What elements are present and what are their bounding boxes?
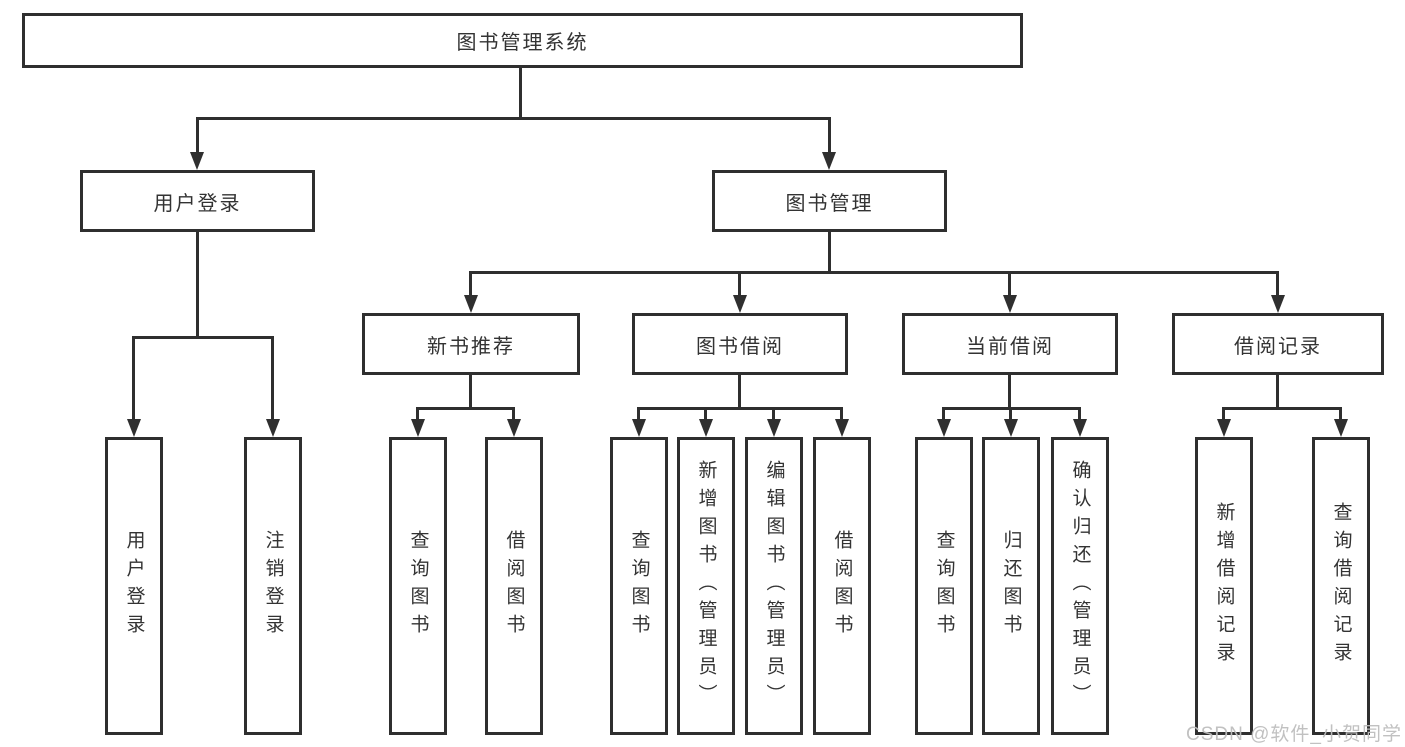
connector-drop-cb-confirm	[1078, 407, 1081, 419]
connector-new-books-rail	[417, 407, 514, 410]
arrowhead-user-login	[190, 152, 204, 170]
connector-drop-br-add	[1222, 407, 1225, 419]
connector-book-borrow-stub	[738, 375, 741, 407]
node-leaf-cb-confirm-label: 确认归还（管理员）	[1069, 460, 1091, 712]
connector-drop-user-login	[196, 117, 199, 152]
connector-borrow-records-rail	[1223, 407, 1341, 410]
node-leaf-nb-borrow: 借阅图书	[485, 437, 543, 735]
node-leaf-bb-query: 查询图书	[610, 437, 668, 735]
arrowhead-leaf-user-login	[127, 419, 141, 437]
arrowhead-borrow-records	[1271, 295, 1285, 313]
connector-book-mgmt-stub	[828, 232, 831, 271]
node-current-borrow-label: 当前借阅	[966, 335, 1054, 358]
node-leaf-nb-query-label: 查询图书	[407, 530, 429, 642]
node-leaf-cb-query-label: 查询图书	[933, 530, 955, 642]
node-leaf-cb-return-label: 归还图书	[1000, 530, 1022, 642]
connector-drop-bb-query	[637, 407, 640, 419]
connector-drop-cb-query	[942, 407, 945, 419]
connector-book-mgmt-rail	[470, 271, 1279, 274]
node-leaf-br-add: 新增借阅记录	[1195, 437, 1253, 735]
connector-drop-br-query	[1339, 407, 1342, 419]
arrowhead-current-borrow	[1003, 295, 1017, 313]
node-leaf-cb-query: 查询图书	[915, 437, 973, 735]
node-leaf-cb-return: 归还图书	[982, 437, 1040, 735]
node-current-borrow: 当前借阅	[902, 313, 1118, 375]
node-leaf-logout: 注销登录	[244, 437, 302, 735]
node-borrow-records-label: 借阅记录	[1234, 335, 1322, 358]
connector-borrow-records-stub	[1276, 375, 1279, 407]
connector-drop-leaf-user-login	[132, 336, 135, 419]
connector-drop-new-books	[469, 271, 472, 295]
arrowhead-nb-query	[411, 419, 425, 437]
node-user-login: 用户登录	[80, 170, 315, 232]
arrowhead-new-books	[464, 295, 478, 313]
node-leaf-user-login: 用户登录	[105, 437, 163, 735]
connector-user-login-stub	[196, 232, 199, 336]
connector-drop-nb-query	[416, 407, 419, 419]
connector-drop-nb-borrow	[512, 407, 515, 419]
connector-drop-cb-return	[1009, 407, 1012, 419]
connector-drop-leaf-logout	[271, 336, 274, 419]
node-leaf-br-query: 查询借阅记录	[1312, 437, 1370, 735]
arrowhead-nb-borrow	[507, 419, 521, 437]
connector-drop-book-borrow	[738, 271, 741, 295]
node-leaf-br-add-label: 新增借阅记录	[1213, 502, 1235, 670]
watermark: CSDN @软件_小贺同学	[1186, 724, 1402, 745]
arrowhead-br-add	[1217, 419, 1231, 437]
node-user-login-label: 用户登录	[153, 192, 242, 215]
arrowhead-cb-confirm	[1073, 419, 1087, 437]
arrowhead-book-mgmt	[822, 152, 836, 170]
connector-drop-bb-edit	[772, 407, 775, 419]
arrowhead-bb-query	[632, 419, 646, 437]
arrowhead-bb-borrow	[835, 419, 849, 437]
arrowhead-bb-edit	[767, 419, 781, 437]
arrowhead-leaf-logout	[266, 419, 280, 437]
node-leaf-cb-confirm: 确认归还（管理员）	[1051, 437, 1109, 735]
node-leaf-br-query-label: 查询借阅记录	[1330, 502, 1352, 670]
node-leaf-bb-edit-label: 编辑图书（管理员）	[763, 460, 785, 712]
node-root: 图书管理系统	[22, 13, 1023, 68]
node-borrow-records: 借阅记录	[1172, 313, 1384, 375]
node-leaf-nb-borrow-label: 借阅图书	[503, 530, 525, 642]
node-root-label: 图书管理系统	[456, 32, 589, 54]
node-leaf-nb-query: 查询图书	[389, 437, 447, 735]
arrowhead-bb-add	[699, 419, 713, 437]
node-book-mgmt-label: 图书管理	[785, 192, 874, 215]
connector-drop-current-borrow	[1008, 271, 1011, 295]
arrowhead-cb-return	[1004, 419, 1018, 437]
node-leaf-bb-edit: 编辑图书（管理员）	[745, 437, 803, 735]
connector-user-login-rail	[133, 336, 273, 339]
arrowhead-book-borrow	[733, 295, 747, 313]
node-leaf-user-login-label: 用户登录	[123, 530, 145, 642]
node-leaf-bb-borrow-label: 借阅图书	[831, 530, 853, 642]
arrowhead-br-query	[1334, 419, 1348, 437]
connector-current-borrow-stub	[1008, 375, 1011, 407]
connector-drop-borrow-records	[1276, 271, 1279, 295]
node-leaf-logout-label: 注销登录	[262, 530, 284, 642]
connector-new-books-stub	[469, 375, 472, 407]
node-new-books: 新书推荐	[362, 313, 580, 375]
node-book-borrow-label: 图书借阅	[696, 335, 784, 358]
node-book-mgmt: 图书管理	[712, 170, 947, 232]
connector-root-rail	[196, 117, 831, 120]
connector-drop-bb-borrow	[840, 407, 843, 419]
arrowhead-cb-query	[937, 419, 951, 437]
connector-book-borrow-rail	[638, 407, 842, 410]
connector-root-stub	[519, 68, 522, 117]
node-book-borrow: 图书借阅	[632, 313, 848, 375]
connector-drop-bb-add	[704, 407, 707, 419]
node-leaf-bb-add: 新增图书（管理员）	[677, 437, 735, 735]
node-new-books-label: 新书推荐	[427, 335, 515, 358]
node-leaf-bb-borrow: 借阅图书	[813, 437, 871, 735]
connector-drop-book-mgmt	[828, 117, 831, 152]
node-leaf-bb-query-label: 查询图书	[628, 530, 650, 642]
node-leaf-bb-add-label: 新增图书（管理员）	[695, 460, 717, 712]
